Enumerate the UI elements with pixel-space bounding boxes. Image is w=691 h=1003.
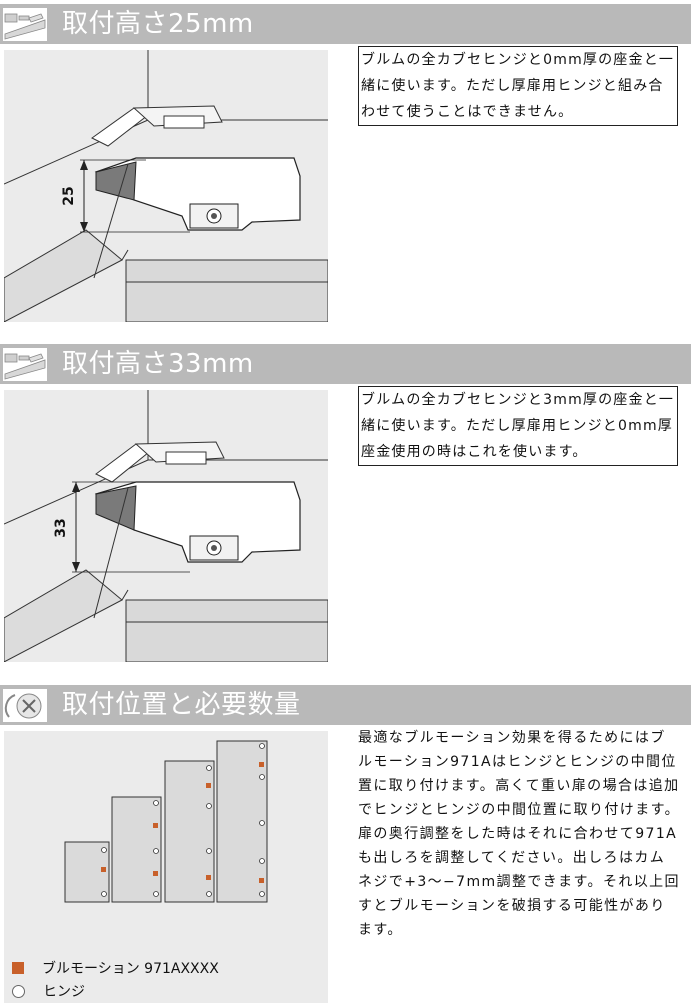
section-header-33mm: 取付高さ33mm bbox=[0, 344, 691, 384]
legend-hinge: ヒンジ bbox=[12, 981, 85, 1001]
screw-position-icon bbox=[3, 689, 47, 722]
position-diagram: ブルモーション 971AXXXX ヒンジ bbox=[4, 731, 328, 1003]
hinge-plate-icon bbox=[3, 8, 47, 41]
legend-label: ヒンジ bbox=[43, 984, 85, 1000]
paragraph: 扉の奥行調整をした時はそれに合わせて971Aも出しろを調整してください。出しろは… bbox=[358, 826, 680, 938]
description-note-33mm: ブルムの全カブセヒンジと3mm厚の座金と一緒に使います。ただし厚扉用ヒンジと0m… bbox=[358, 386, 678, 466]
hinge-diagram-33mm: 33 bbox=[4, 390, 328, 662]
legend-bluemotion: ブルモーション 971AXXXX bbox=[12, 958, 219, 978]
hinge-plate-icon bbox=[3, 348, 47, 381]
paragraph: 最適なブルモーション効果を得るためにはブルモーション971Aはヒンジとヒンジの中… bbox=[358, 730, 680, 818]
section-title: 取付位置と必要数量 bbox=[62, 690, 301, 720]
section-title: 取付高さ33mm bbox=[62, 349, 254, 379]
section-header-position: 取付位置と必要数量 bbox=[0, 685, 691, 725]
section-header-25mm: 取付高さ25mm bbox=[0, 4, 691, 44]
section-title: 取付高さ25mm bbox=[62, 9, 254, 39]
hinge-diagram-25mm: 25 bbox=[4, 50, 328, 322]
description-note-25mm: ブルムの全カブセヒンジと0mm厚の座金と一緒に使います。ただし厚扉用ヒンジと組み… bbox=[358, 46, 678, 126]
orange-square-icon bbox=[12, 962, 24, 974]
dimension-label: 33 bbox=[53, 518, 69, 537]
legend-label: ブルモーション 971AXXXX bbox=[42, 961, 219, 977]
instruction-text: 最適なブルモーション効果を得るためにはブルモーション971Aはヒンジとヒンジの中… bbox=[358, 726, 680, 942]
dimension-label: 25 bbox=[61, 186, 77, 205]
circle-icon bbox=[12, 984, 25, 998]
